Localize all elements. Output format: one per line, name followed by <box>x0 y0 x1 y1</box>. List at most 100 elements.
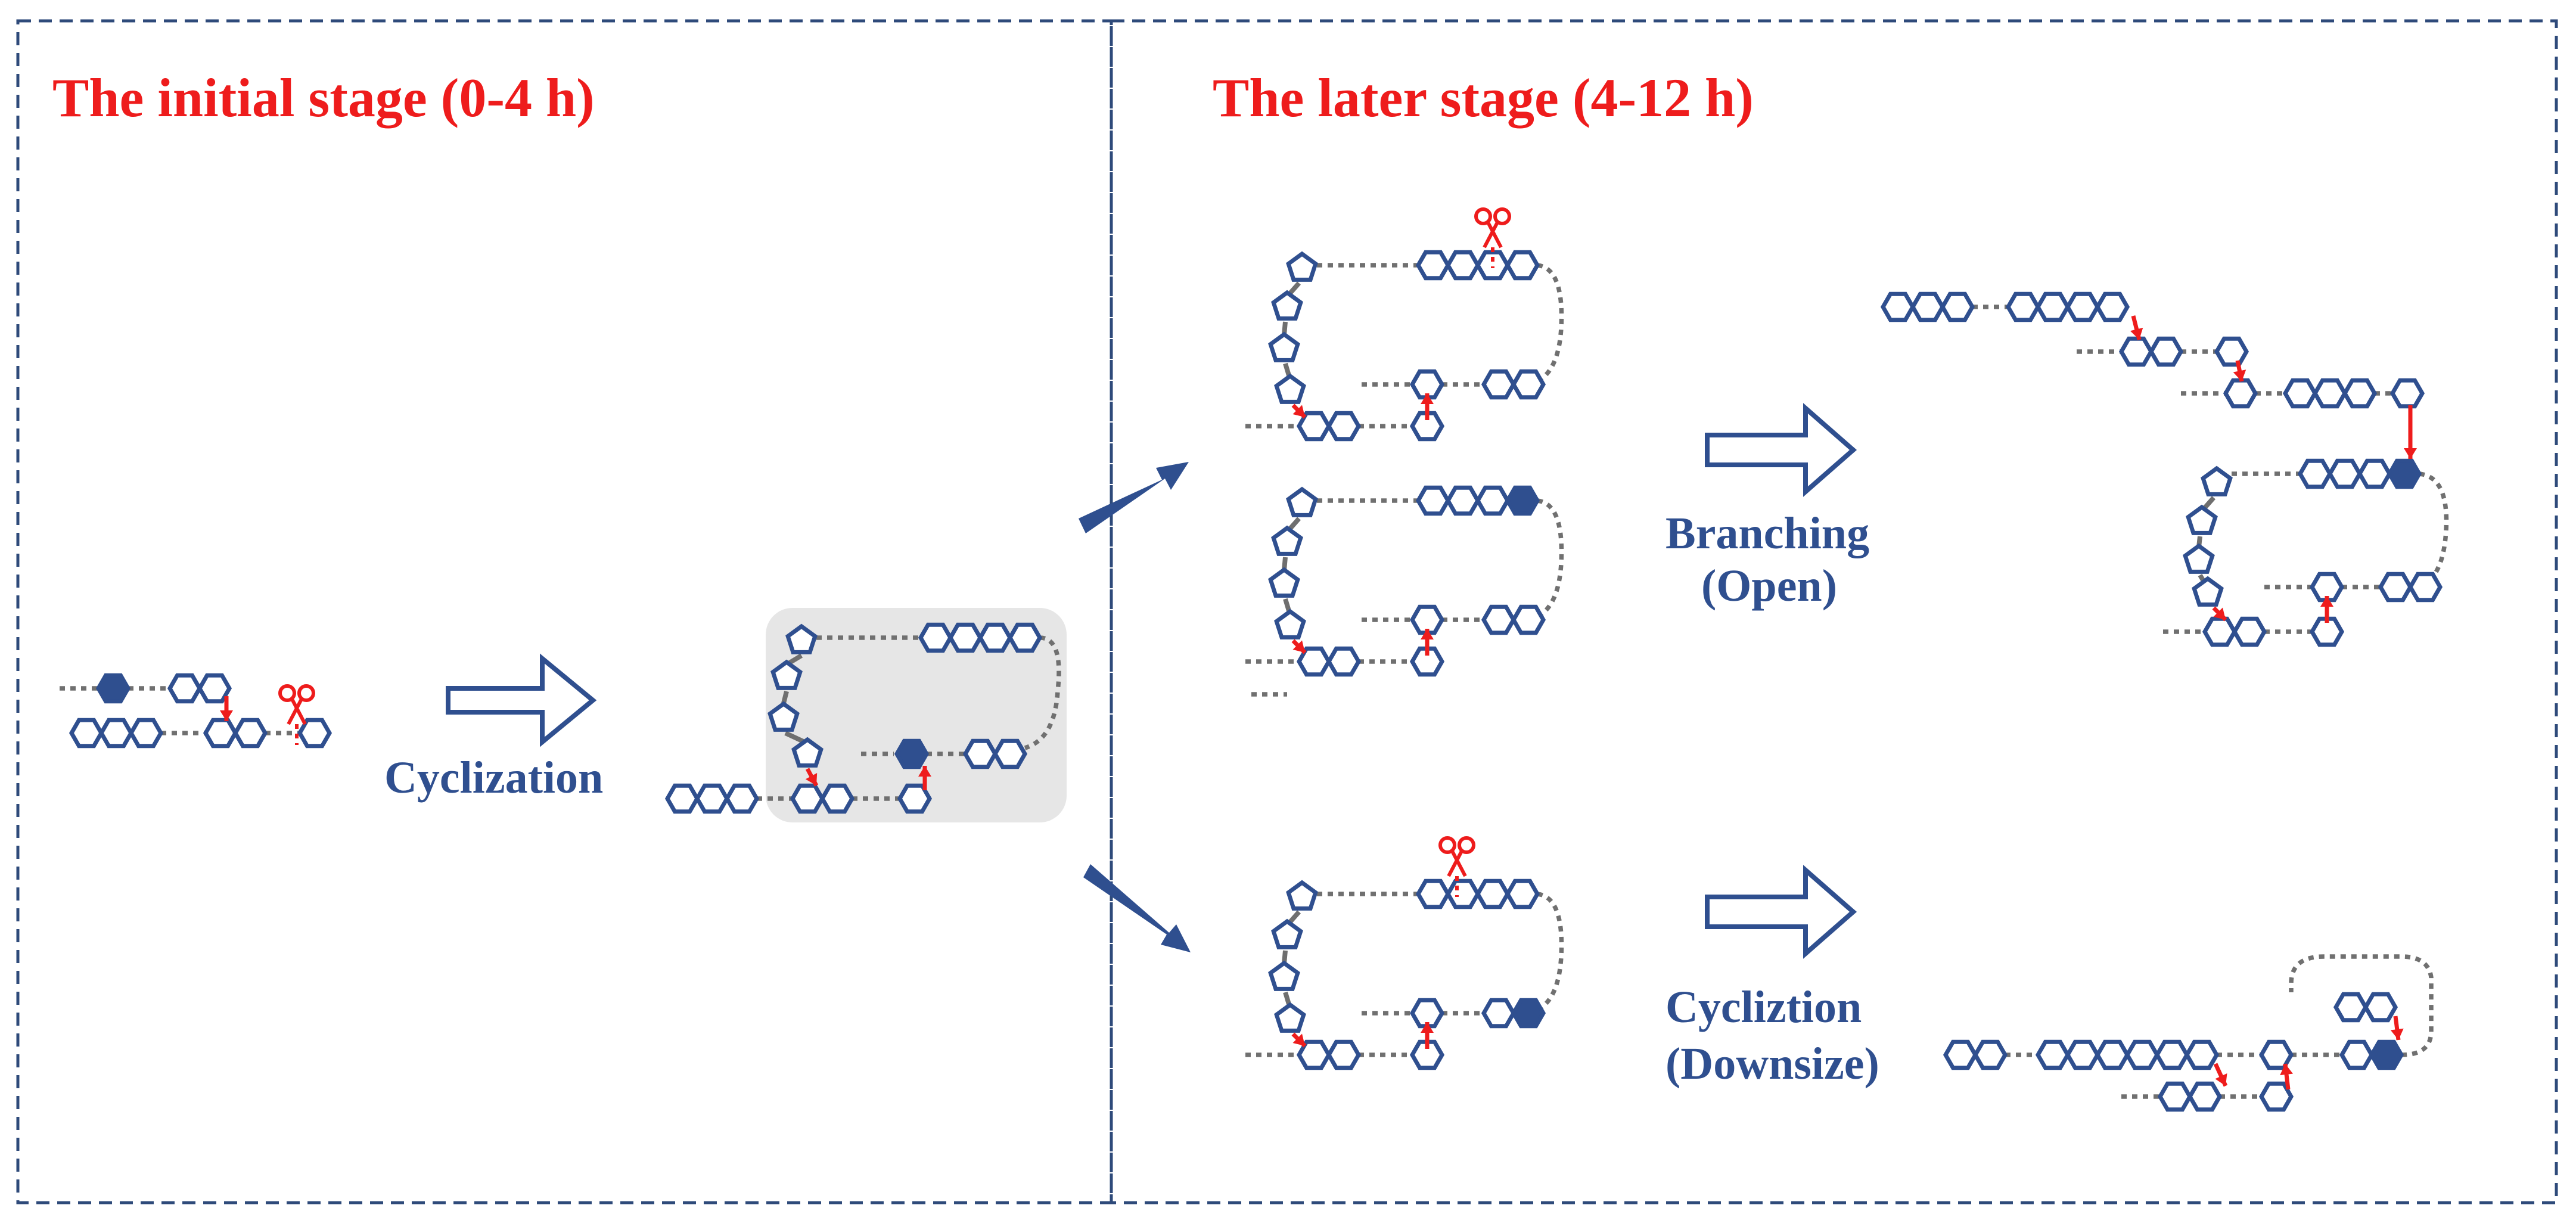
dotted-linker <box>1024 635 1061 750</box>
red-arrowhead <box>2233 370 2246 381</box>
hexagon-ring-icon <box>2309 616 2345 647</box>
scissors-icon <box>278 684 315 745</box>
hexagon-ring-icon <box>1880 291 1916 322</box>
hexagon-ring-icon <box>1409 411 1445 442</box>
scissors-icon <box>1438 836 1475 897</box>
hexagon-ring-icon <box>790 783 825 814</box>
hexagon-ring-icon <box>1409 1039 1445 1070</box>
red-arrowhead <box>2280 1064 2294 1076</box>
red-arrowhead <box>2213 607 2226 620</box>
hexagon-ring-icon <box>1511 369 1546 400</box>
red-arrowhead <box>2404 448 2417 459</box>
hexagon-ring-icon <box>167 673 203 704</box>
hexagon-ring-icon <box>1409 604 1445 635</box>
hexagon-ring-icon <box>664 783 700 814</box>
hexagon-ring-icon <box>1511 604 1546 635</box>
red-arrowhead <box>805 772 818 785</box>
hexagon-ring-icon <box>1445 878 1481 909</box>
hexagon-ring-icon <box>1475 485 1511 516</box>
hexagon-ring-icon <box>1326 411 1362 442</box>
hexagon-ring-icon <box>2312 378 2348 409</box>
hexagon-ring-icon <box>1409 998 1445 1029</box>
hexagon-ring-icon <box>819 783 855 814</box>
hexagon-ring-icon <box>2118 336 2154 367</box>
hexagon-ring-icon <box>897 783 933 814</box>
cyclized-product-highlight <box>766 608 1067 822</box>
branching-label-line2: (Open) <box>1701 561 1837 611</box>
hexagon-ring-icon <box>2202 616 2238 647</box>
hexagon-ring-icon <box>2223 378 2258 409</box>
rings-layer <box>69 250 2443 1112</box>
filled-hexagon-icon <box>95 673 131 704</box>
hexagon-ring-icon <box>1007 622 1043 653</box>
pentagon-ring-icon <box>2192 576 2224 607</box>
dotted-linker <box>2415 471 2449 589</box>
dotted-linker <box>2289 954 2434 1057</box>
hexagon-ring-icon <box>2327 458 2363 489</box>
red-arrowhead <box>1292 405 1305 417</box>
hexagon-ring-icon <box>1415 485 1451 516</box>
hexagon-ring-icon <box>1943 1039 1978 1070</box>
hexagon-ring-icon <box>2333 992 2369 1023</box>
pentagon-ring-icon <box>791 737 824 768</box>
hexagon-ring-icon <box>69 718 104 749</box>
lower-branch-arrow-icon <box>1083 864 1191 952</box>
hexagon-ring-icon <box>2148 336 2184 367</box>
hexagon-ring-icon <box>1910 291 1946 322</box>
hexagon-ring-icon <box>2407 572 2443 603</box>
red-arrowhead <box>2215 1073 2227 1086</box>
red-arrows-layer <box>220 315 2417 1090</box>
pentagon-ring-icon <box>1274 373 1306 404</box>
filled-hexagon-icon <box>2387 458 2422 489</box>
hexagon-ring-icon <box>1481 998 1517 1029</box>
hexagon-ring-icon <box>2339 1039 2375 1070</box>
filled-hexagon-icon <box>1505 485 1540 516</box>
hexagon-ring-icon <box>1409 369 1445 400</box>
hexagon-ring-icon <box>947 622 983 653</box>
hexagon-ring-icon <box>1326 1039 1362 1070</box>
hexagon-ring-icon <box>1409 646 1445 677</box>
red-arrowhead <box>220 710 233 721</box>
hexagon-ring-icon <box>2389 378 2425 409</box>
cyclization-label: Cyclization <box>384 753 603 803</box>
hexagon-ring-icon <box>2357 458 2392 489</box>
hexagon-ring-icon <box>1296 1039 1332 1070</box>
hexagon-ring-icon <box>203 718 238 749</box>
hexagon-ring-icon <box>694 783 730 814</box>
hexagon-ring-icon <box>98 718 134 749</box>
hexagon-ring-icon <box>2378 572 2413 603</box>
hexagon-ring-icon <box>2297 458 2333 489</box>
pentagon-ring-icon <box>770 659 803 690</box>
pentagon-ring-icon <box>1271 525 1303 556</box>
red-arrowhead <box>1421 629 1434 639</box>
hexagon-ring-icon <box>1972 1039 2008 1070</box>
hexagon-ring-icon <box>2258 1081 2294 1112</box>
hexagon-ring-icon <box>2184 1039 2220 1070</box>
hexagon-ring-icon <box>1505 250 1540 281</box>
hexagon-ring-icon <box>297 718 333 749</box>
pentagon-ring-icon <box>2186 504 2218 535</box>
filled-hexagon-icon <box>894 738 930 769</box>
scissors-layer <box>278 207 1511 897</box>
pentagon-ring-icon <box>1268 567 1300 598</box>
downsize-label-line1: Cycliztion <box>1665 982 1862 1032</box>
downsize-arrow-icon <box>1705 865 1857 959</box>
upper-branch-arrow-icon <box>1079 462 1189 533</box>
pentagon-ring-icon <box>2201 465 2233 496</box>
later-stage-frame <box>1110 19 2558 1204</box>
dotted-linker <box>1528 892 1564 1016</box>
hexagon-ring-icon <box>962 738 998 769</box>
initial-stage-frame <box>16 19 1113 1204</box>
pentagon-ring-icon <box>1286 486 1318 517</box>
pentagon-ring-icon <box>1274 608 1306 639</box>
hexagon-ring-icon <box>2232 616 2267 647</box>
hexagon-ring-icon <box>2124 1039 2160 1070</box>
hexagon-ring-icon <box>2342 378 2378 409</box>
hexagon-ring-icon <box>2214 336 2249 367</box>
pentagon-ring-icon <box>2183 543 2215 574</box>
hexagon-ring-icon <box>197 673 232 704</box>
branching-arrow-icon <box>1705 403 1857 497</box>
hexagon-ring-icon <box>2187 1081 2223 1112</box>
hexagon-ring-icon <box>2035 1039 2071 1070</box>
